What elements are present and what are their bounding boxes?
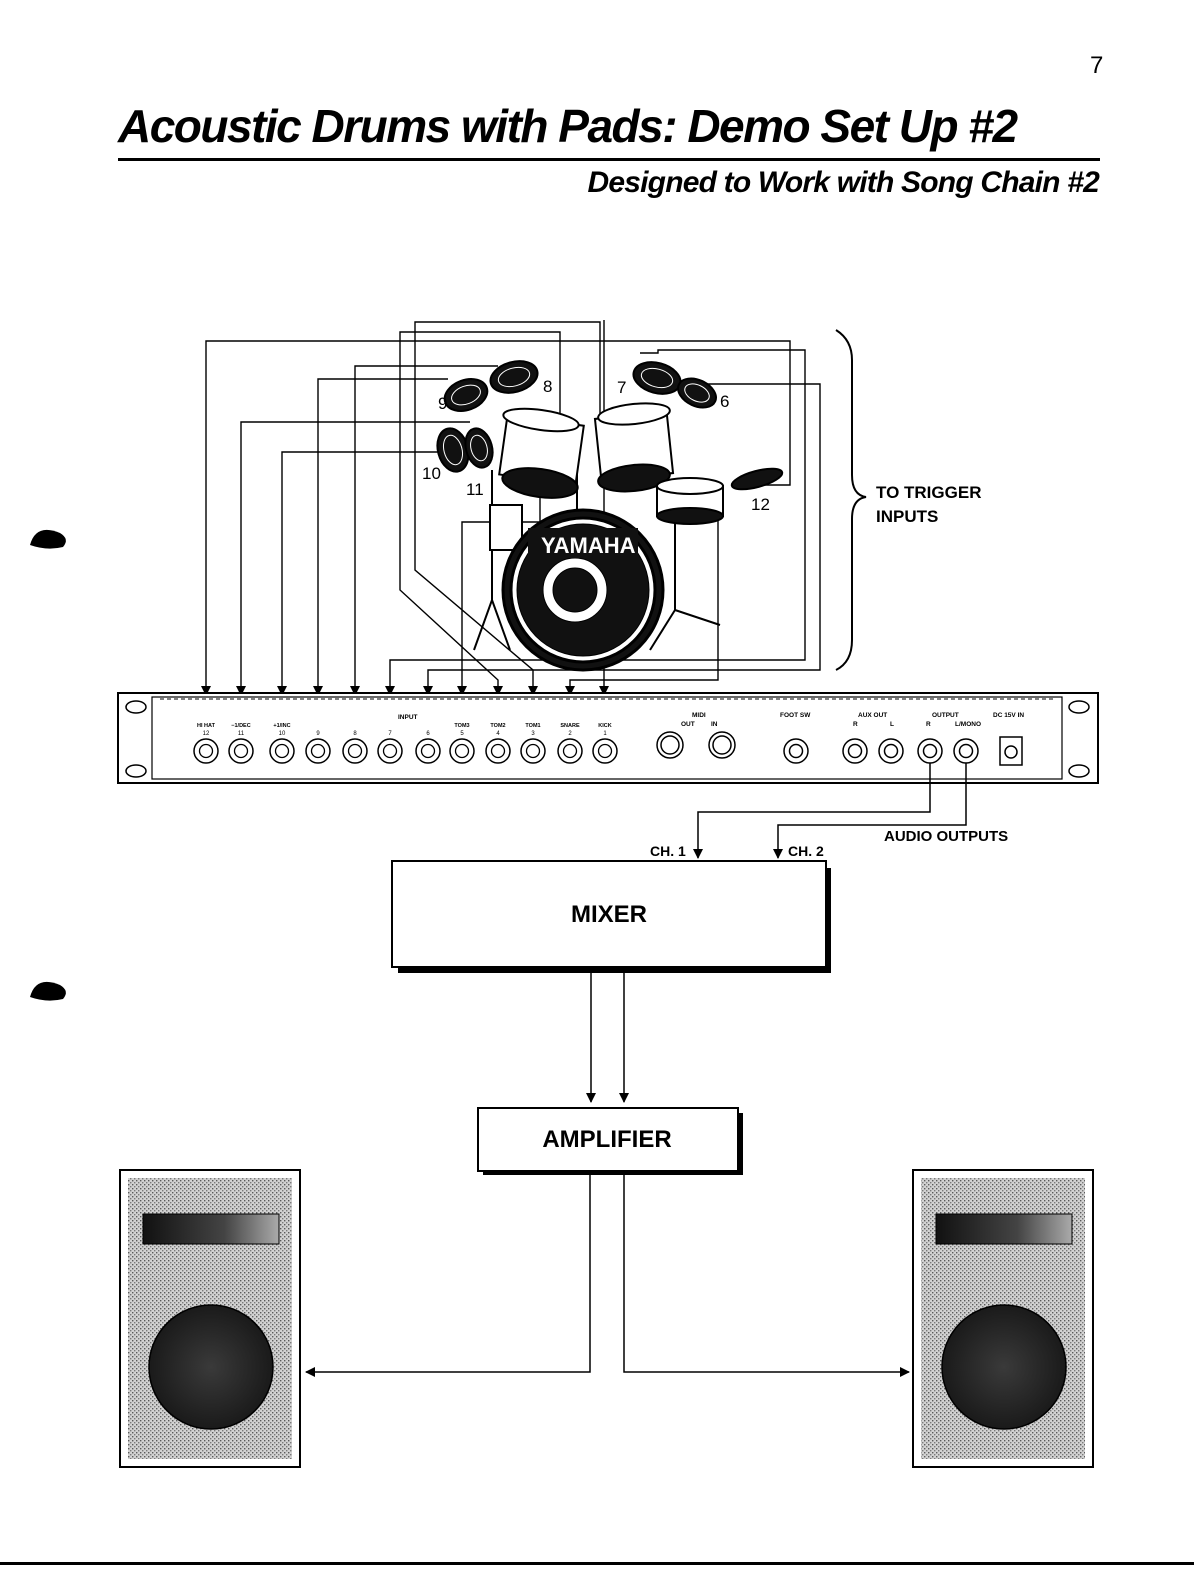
input-jack: −1/DEC 11 bbox=[228, 723, 254, 764]
mixer-label: MIXER bbox=[571, 901, 647, 928]
aux-r-label: R bbox=[853, 721, 858, 728]
amplifier-label: AMPLIFIER bbox=[542, 1126, 671, 1153]
mixer-box bbox=[391, 860, 831, 973]
rack-ear-hole bbox=[125, 700, 147, 714]
drum-brand-logo: YAMAHA bbox=[541, 533, 636, 558]
rack-unit bbox=[117, 692, 1099, 784]
speaker-left bbox=[119, 1169, 301, 1468]
page-number: 7 bbox=[1090, 52, 1104, 79]
pad-icon bbox=[436, 360, 784, 491]
input-jack-number: 5 bbox=[460, 731, 464, 737]
output-r-label: R bbox=[926, 721, 931, 728]
trigger-brace bbox=[835, 329, 867, 671]
input-jack-number: 12 bbox=[203, 731, 210, 737]
rack-ear-hole bbox=[125, 764, 147, 778]
input-jack-label: TOM3 bbox=[454, 723, 469, 729]
midi-label: MIDI bbox=[692, 712, 706, 719]
input-jack: TOM3 5 bbox=[449, 723, 475, 764]
pad-number: 11 bbox=[466, 480, 484, 499]
page-subtitle: Designed to Work with Song Chain #2 bbox=[587, 166, 1100, 199]
mixer-to-amp-cables bbox=[586, 970, 629, 1103]
page-title: Acoustic Drums with Pads: Demo Set Up #2 bbox=[118, 96, 1100, 161]
input-jack-number: 1 bbox=[603, 731, 607, 737]
input-jack: 8 bbox=[342, 731, 368, 764]
page-bottom-rule bbox=[0, 1562, 1194, 1565]
aux-l-label: L bbox=[890, 721, 894, 728]
rear-jacks bbox=[656, 731, 1023, 766]
drum-kit: 9 8 7 6 10 11 12 bbox=[422, 360, 784, 672]
trigger-inputs-label: TO TRIGGER bbox=[876, 483, 981, 502]
output-l-label: L/MONO bbox=[955, 721, 981, 728]
input-jack-number: 8 bbox=[353, 731, 357, 737]
input-jack-number: 3 bbox=[531, 731, 535, 737]
input-jack-label: −1/DEC bbox=[231, 723, 250, 729]
input-jack-label: TOM2 bbox=[490, 723, 505, 729]
input-jack-label: SNARE bbox=[560, 723, 580, 729]
pad-number: 10 bbox=[422, 464, 441, 483]
pad-number: 7 bbox=[617, 378, 626, 397]
ch1-label: CH. 1 bbox=[650, 843, 686, 859]
input-jack: TOM1 3 bbox=[520, 723, 546, 764]
pad-number: 6 bbox=[720, 392, 729, 411]
input-jack: SNARE 2 bbox=[557, 723, 583, 764]
pad-number: 12 bbox=[751, 495, 770, 514]
trigger-inputs-label: INPUTS bbox=[876, 507, 938, 526]
dc-in-label: DC 15V IN bbox=[993, 712, 1024, 719]
input-jack-number: 7 bbox=[388, 731, 392, 737]
output-label: OUTPUT bbox=[932, 712, 959, 719]
binder-mark bbox=[30, 981, 66, 1001]
midi-out-label: OUT bbox=[681, 721, 695, 728]
rack-labels: INPUT MIDI OUT IN FOOT SW AUX OUT R L OU… bbox=[398, 712, 1024, 728]
binder-mark bbox=[30, 529, 66, 549]
input-jack-number: 2 bbox=[568, 731, 572, 737]
input-jack-number: 4 bbox=[496, 731, 500, 737]
midi-in-label: IN bbox=[711, 721, 718, 728]
input-jack: +1/INC 10 bbox=[269, 723, 295, 764]
input-jack: KICK 1 bbox=[592, 723, 618, 764]
input-jack-number: 9 bbox=[316, 731, 320, 737]
input-jack-label: +1/INC bbox=[273, 723, 290, 729]
ch2-label: CH. 2 bbox=[788, 843, 824, 859]
input-jack-number: 10 bbox=[279, 731, 286, 737]
amplifier-box bbox=[477, 1107, 743, 1175]
trigger-cables bbox=[201, 320, 821, 696]
input-jack-number: 6 bbox=[426, 731, 430, 737]
audio-cables bbox=[693, 763, 967, 859]
pad-number: 8 bbox=[543, 377, 552, 396]
aux-out-label: AUX OUT bbox=[858, 712, 887, 719]
rack-ear-hole bbox=[1068, 700, 1090, 714]
input-jack: HI HAT 12 bbox=[193, 723, 219, 764]
speaker-cables bbox=[305, 1172, 910, 1377]
input-jack: 9 bbox=[305, 731, 331, 764]
speaker-right bbox=[912, 1169, 1094, 1468]
input-jack-label: HI HAT bbox=[197, 723, 216, 729]
input-jack-label: KICK bbox=[598, 723, 611, 729]
input-jack: TOM2 4 bbox=[485, 723, 511, 764]
pad-number-labels: 9 8 7 6 10 11 12 bbox=[422, 377, 770, 514]
input-jack: 6 bbox=[415, 731, 441, 764]
input-header: INPUT bbox=[398, 714, 418, 721]
rack-ear-hole bbox=[1068, 764, 1090, 778]
input-jack-label: TOM1 bbox=[525, 723, 540, 729]
input-jack: 7 bbox=[377, 731, 403, 764]
foot-sw-label: FOOT SW bbox=[780, 712, 811, 719]
input-jack-number: 11 bbox=[238, 731, 245, 737]
pad-number: 9 bbox=[438, 394, 447, 413]
audio-outputs-label: AUDIO OUTPUTS bbox=[884, 828, 1008, 845]
